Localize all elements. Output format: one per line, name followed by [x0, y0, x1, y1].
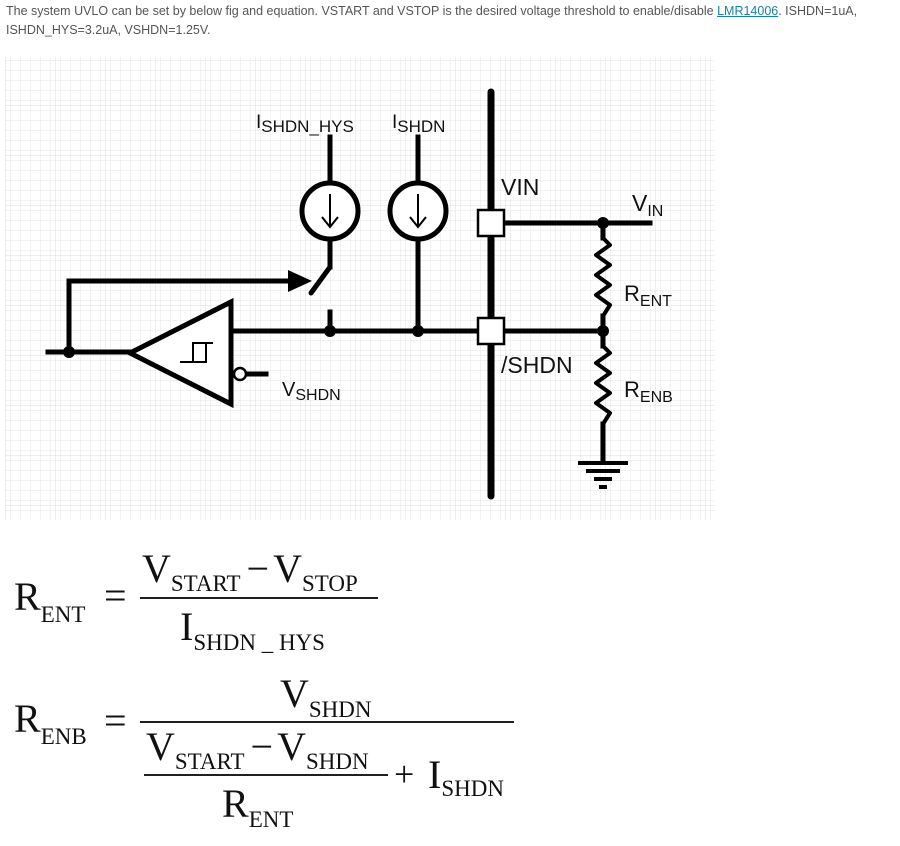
- intro-text: The system UVLO can be set by below fig …: [6, 4, 718, 18]
- ground-icon: [578, 461, 628, 489]
- vin-pin-label: VIN: [501, 174, 539, 200]
- junction-dot: [597, 325, 609, 337]
- rent-label: RENT: [624, 281, 672, 310]
- renb-label: RENB: [624, 377, 673, 406]
- ishdn-hys-current-source: [299, 180, 361, 242]
- renb-equation: RENB = VSHDN VSTART−VSHDN RENT + ISHDN: [14, 671, 514, 832]
- uvlo-circuit-figure: ISHDN_HYS ISHDN VIN VIN RENT /SHDN RENB …: [5, 57, 715, 520]
- lmr14006-link[interactable]: LMR14006: [717, 4, 779, 18]
- grid-background: [5, 57, 715, 520]
- ishdn-term: ISHDN: [428, 752, 504, 801]
- ishdn-hys-label: ISHDN_HYS: [256, 112, 354, 136]
- intro-paragraph: The system UVLO can be set by below fig …: [6, 2, 896, 40]
- ishdn-current-source: [387, 180, 449, 242]
- ishdn-label: ISHDN: [392, 112, 445, 136]
- renb-resistor: [594, 344, 612, 426]
- vin-pin: [476, 208, 506, 238]
- inner-numerator: VSTART−VSHDN: [146, 724, 369, 774]
- hysteresis-feedback-wire: [66, 278, 295, 355]
- plus-sign: +: [394, 754, 414, 794]
- switch-arrow-head: [288, 270, 312, 292]
- rent-equation: RENT = VSTART−VSTOP ISHDN _ HYS: [14, 546, 378, 655]
- rent-resistor: [594, 236, 612, 318]
- rent-numerator: VSTART−VSTOP: [142, 546, 358, 596]
- inner-denominator: RENT: [222, 781, 293, 832]
- hysteresis-switch-arm: [308, 264, 333, 296]
- rent-equation-lhs: RENT: [14, 574, 85, 627]
- renb-equation-lhs: RENB: [14, 696, 87, 749]
- junction-dot: [63, 346, 75, 358]
- rent-denominator: ISHDN _ HYS: [180, 604, 325, 655]
- junction-dot: [324, 325, 336, 337]
- vshdn-label: VSHDN: [282, 379, 341, 404]
- junction-dot: [412, 325, 424, 337]
- inverting-input-bubble: [232, 366, 248, 382]
- uvlo-equations: RENT = VSTART−VSTOP ISHDN _ HYS RENB = V…: [14, 546, 514, 832]
- shdn-pin: [476, 316, 506, 346]
- equals-sign: =: [104, 573, 127, 618]
- intro-text-tail: . ISHDN=1uA, ISHDN_HYS=3.2uA, VSHDN=1.25…: [6, 4, 858, 37]
- junction-dot: [597, 217, 609, 229]
- hysteresis-comparator: [124, 297, 248, 409]
- renb-numerator: VSHDN: [280, 671, 372, 722]
- shdn-pin-label: /SHDN: [501, 352, 573, 378]
- equals-sign: =: [104, 698, 127, 743]
- vin-label: VIN: [632, 190, 663, 220]
